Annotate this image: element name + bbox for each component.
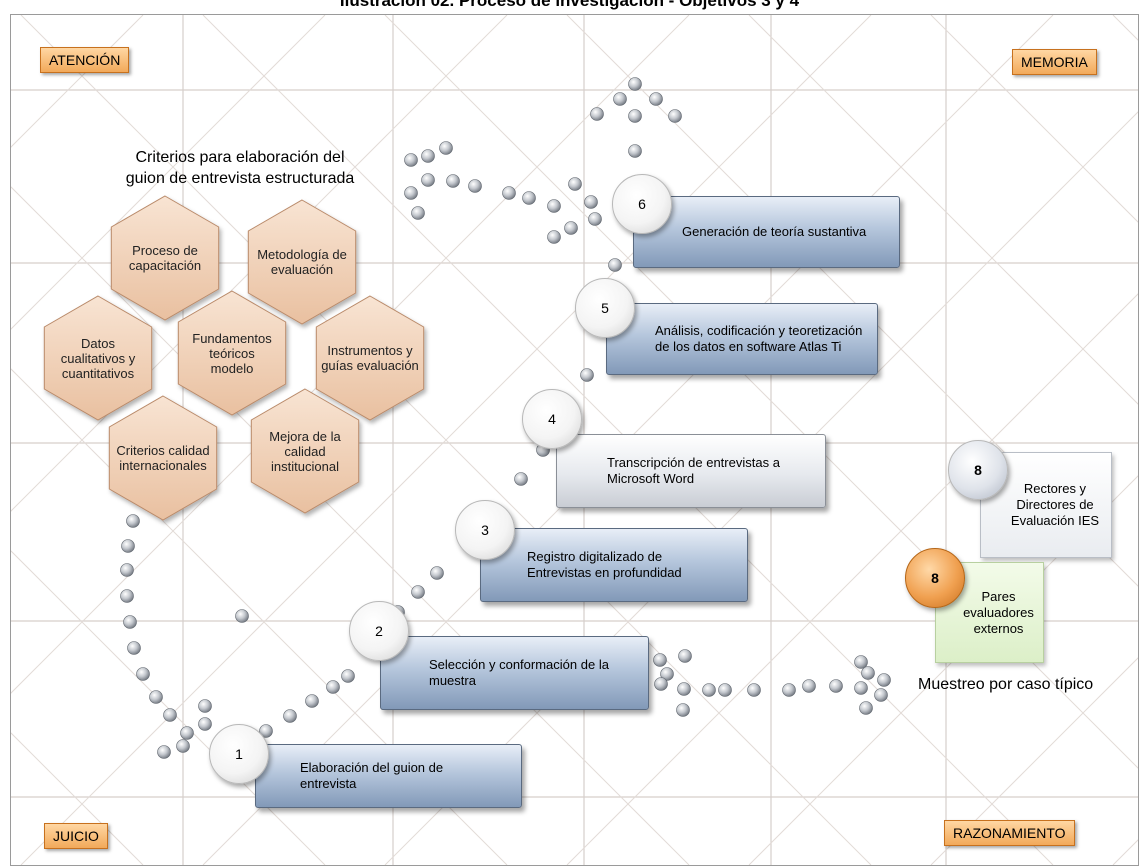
step-box-6: Generación de teoría sustantiva — [633, 196, 900, 268]
criteria-title: Criterios para elaboración del guion de … — [100, 147, 380, 189]
sample-group-label-1: Rectores y Directores de Evaluación IES — [1010, 481, 1100, 528]
hexagon-mejora-calidad — [250, 388, 360, 514]
figure-title: Ilustración 02. Proceso de investigación… — [339, 0, 800, 10]
step-label-5: Análisis, codificación y teoretización d… — [655, 323, 863, 354]
step-box-3: Registro digitalizado de Entrevistas en … — [480, 528, 748, 602]
sample-count-2: 8 — [905, 548, 965, 608]
hexagon-criterios-calidad — [108, 395, 218, 521]
hexagon-metodologia-evaluacion — [247, 199, 357, 325]
corner-label-juicio: JUICIO — [44, 823, 108, 849]
corner-label-razonamiento: RAZONAMIENTO — [944, 820, 1075, 846]
step-number-6: 6 — [612, 174, 672, 234]
step-box-2: Selección y conformación de la muestra — [380, 636, 649, 710]
step-box-1: Elaboración del guion de entrevista — [255, 744, 522, 808]
step-label-3: Registro digitalizado de Entrevistas en … — [527, 549, 682, 580]
criteria-title-line1: Criterios para elaboración del — [135, 149, 345, 166]
hexagon-proceso-capacitacion — [110, 195, 220, 321]
step-number-3: 3 — [455, 500, 515, 560]
sample-count-1: 8 — [948, 440, 1008, 500]
hexagon-datos-cualitativos — [43, 295, 153, 421]
step-box-4: Transcripción de entrevistas a Microsoft… — [556, 434, 826, 508]
step-label-6: Generación de teoría sustantiva — [682, 224, 867, 239]
step-label-1: Elaboración del guion de entrevista — [300, 760, 444, 791]
step-number-2: 2 — [349, 601, 409, 661]
corner-label-atencion: ATENCIÓN — [40, 47, 130, 73]
step-label-2: Selección y conformación de la muestra — [429, 657, 609, 688]
step-number-5: 5 — [575, 278, 635, 338]
step-number-4: 4 — [522, 389, 582, 449]
criteria-title-line2: guion de entrevista estructurada — [125, 170, 355, 187]
sample-group-label-2: Pares evaluadores externos — [963, 588, 1034, 636]
hexagon-fundamentos-teoricos — [177, 290, 287, 416]
bead-dots — [120, 77, 891, 759]
sampling-label: Muestreo por caso típico — [918, 676, 1094, 693]
step-box-5: Análisis, codificación y teoretización d… — [606, 303, 878, 375]
corner-label-memoria: MEMORIA — [1012, 49, 1097, 75]
step-label-4: Transcripción de entrevistas a Microsoft… — [607, 455, 780, 486]
step-number-1: 1 — [209, 724, 269, 784]
hexagon-instrumentos-guias — [315, 295, 425, 421]
